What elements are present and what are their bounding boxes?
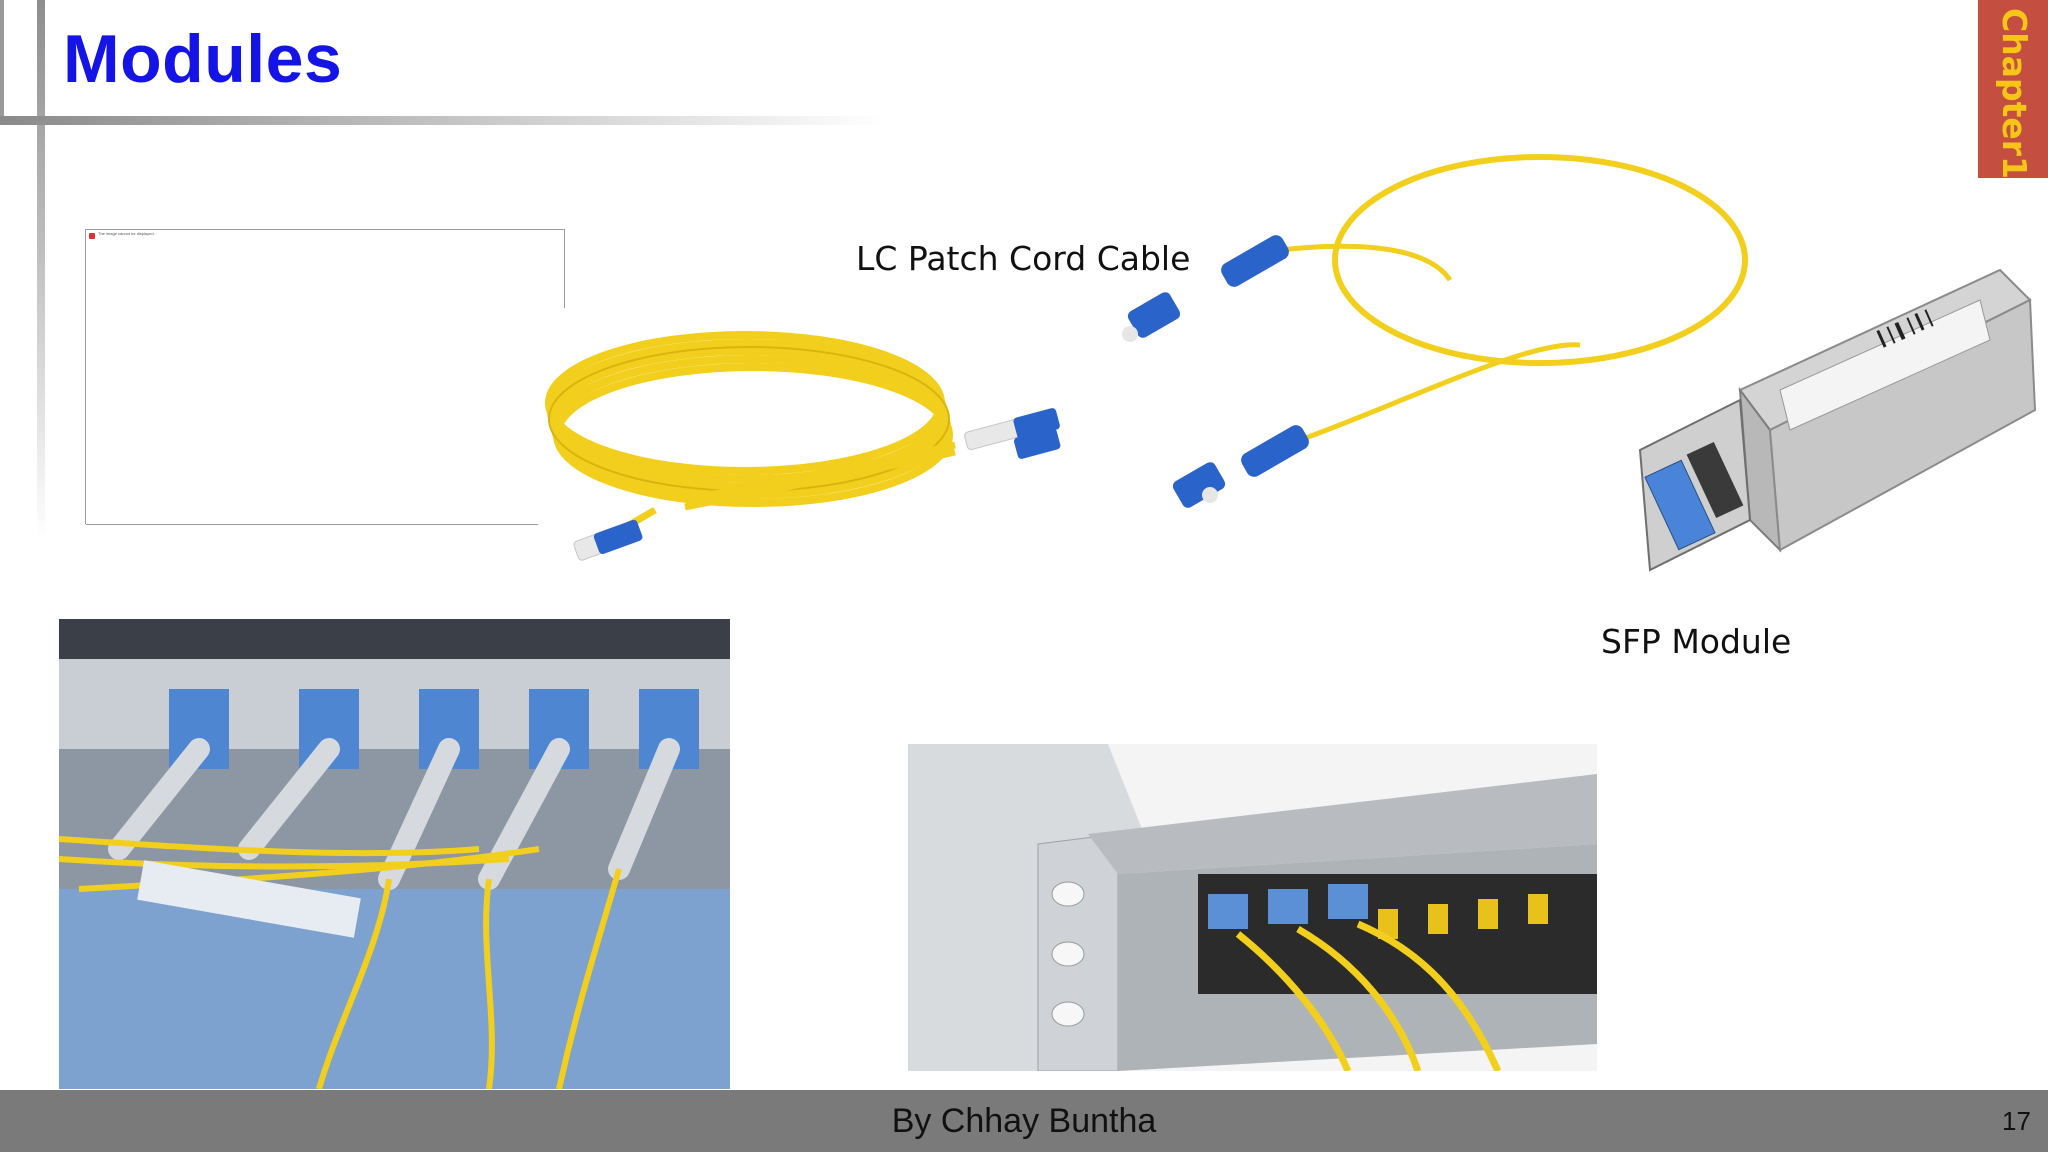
footer-bar — [0, 1090, 2048, 1152]
page-number: 17 — [2002, 1106, 2031, 1136]
broken-image-text: The image cannot be displayed. — [98, 231, 155, 236]
footer-author: By Chhay Buntha — [891, 1102, 1157, 1140]
caption-lc-patch-cord: LC Patch Cord Cable — [856, 239, 1191, 278]
left-accent-bar — [0, 0, 4, 118]
broken-image-icon — [89, 233, 95, 239]
single-lc-patch-cord — [1122, 154, 1748, 508]
image-placeholder-frame: The image cannot be displayed. — [85, 229, 565, 525]
fiber-cables-in-switch-ports — [59, 619, 730, 1089]
chapter-tab-label: Chapter1 — [1995, 8, 2034, 179]
title-underline-rule — [0, 116, 885, 125]
caption-sfp-module: SFP Module — [1601, 622, 1792, 661]
sfp-transceiver-module — [1638, 268, 2037, 572]
slide-title: Modules — [63, 21, 343, 97]
chapter-tab — [1978, 0, 2048, 178]
cisco-switch-with-sfp-modules — [908, 744, 1597, 1071]
left-vertical-rule — [37, 0, 45, 540]
yellow-coiled-lc-patch-cord — [545, 331, 1061, 561]
